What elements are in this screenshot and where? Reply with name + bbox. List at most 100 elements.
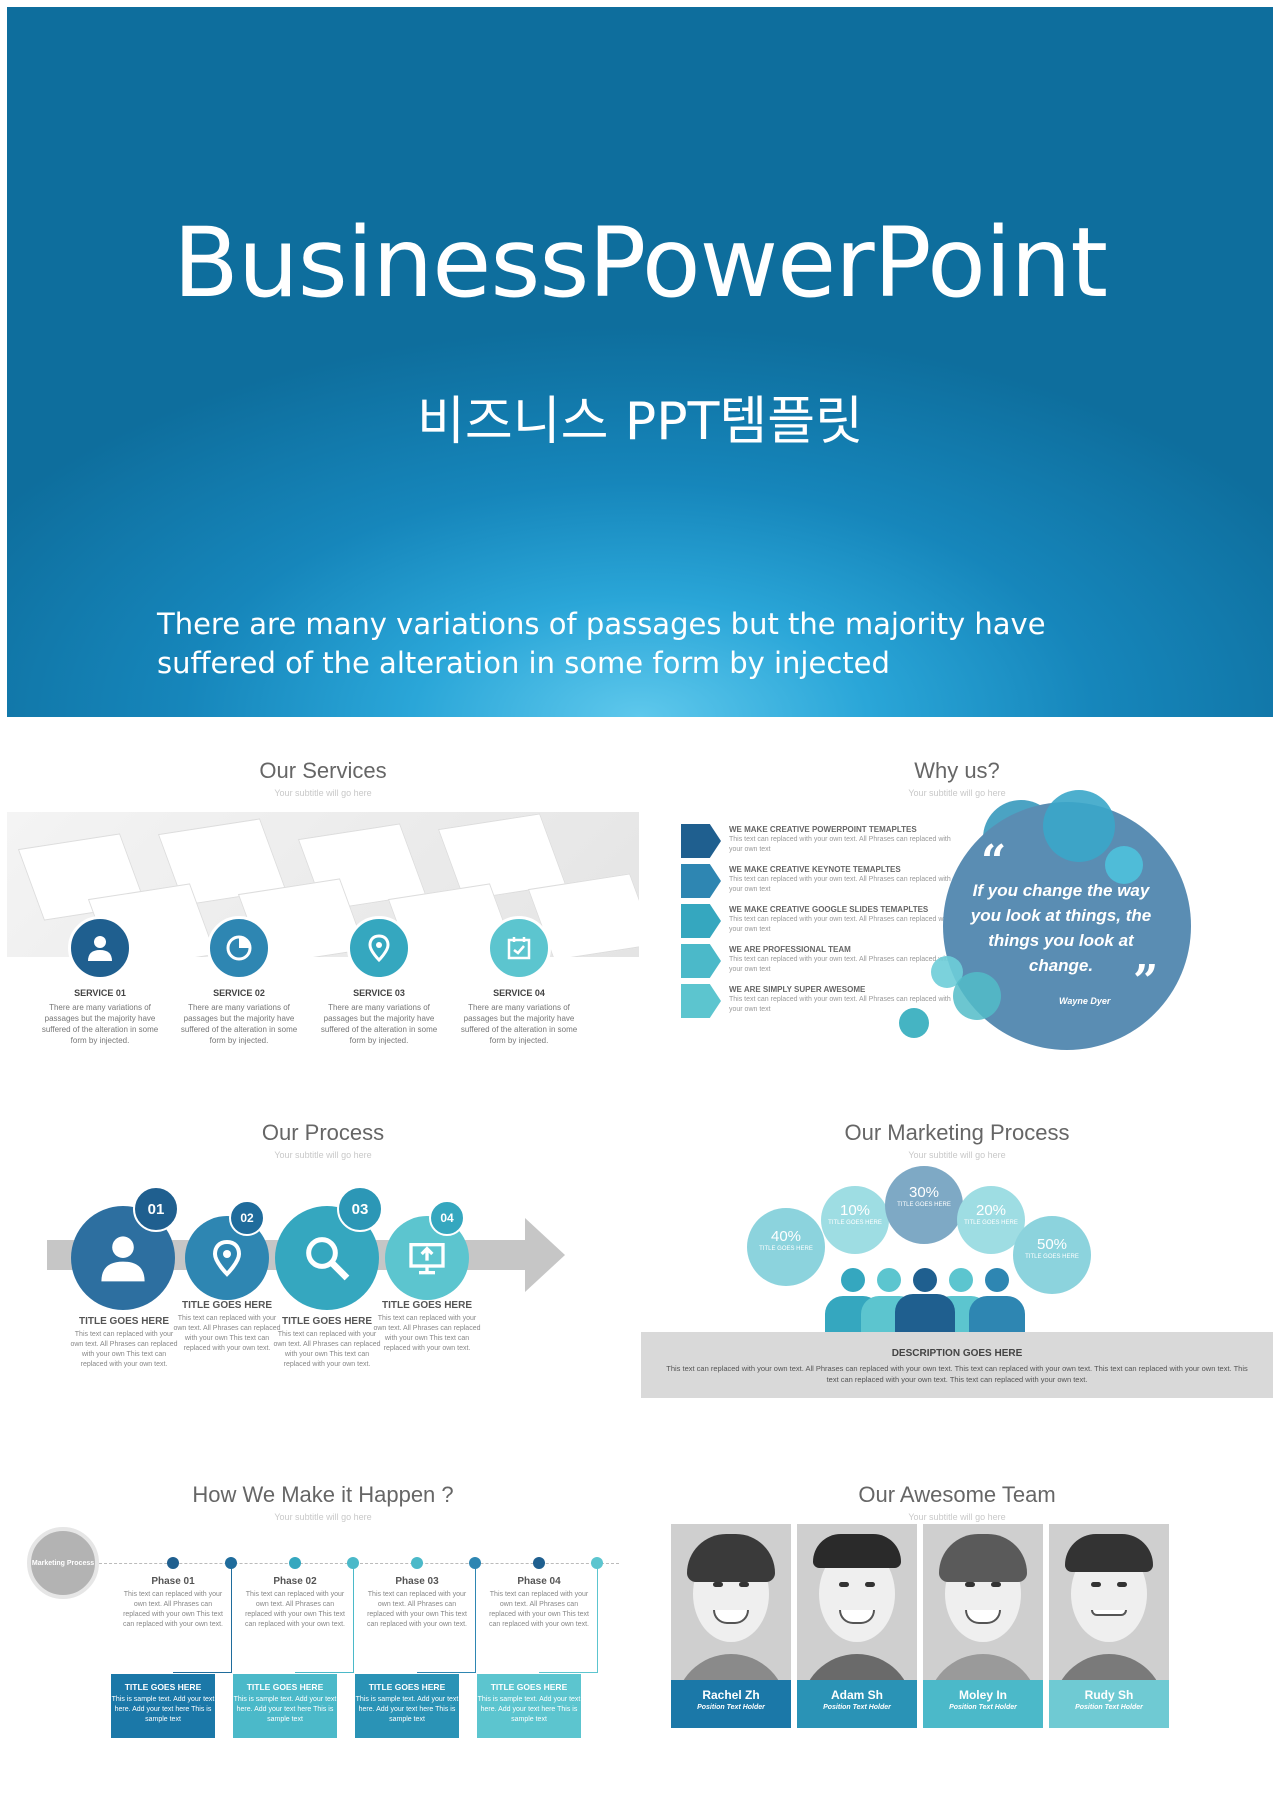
- pie-chart-icon: [226, 935, 252, 961]
- chevron-arrow-icon: [681, 824, 721, 858]
- search-icon: [306, 1237, 350, 1281]
- member-photo-hair: [939, 1534, 1027, 1582]
- phase-box: TITLE GOES HERE This is sample text. Add…: [233, 1674, 337, 1738]
- timeline-dot: [533, 1557, 545, 1569]
- phase-text: This text can replaced with your own tex…: [489, 1591, 589, 1628]
- hero-title: BusinessPowerPoint: [173, 207, 1108, 319]
- bubble-label: TITLE GOES HERE: [897, 1202, 951, 1208]
- service-04-badge: [487, 916, 551, 980]
- phase-label: Phase 01: [151, 1576, 195, 1587]
- phase-label: Phase 04: [517, 1576, 561, 1587]
- connector-line: [417, 1672, 475, 1673]
- why-item-text: This text can replaced with your own tex…: [729, 916, 951, 933]
- chevron-arrow-icon: [681, 904, 721, 938]
- bubble-percent: 30%: [908, 1184, 940, 1201]
- member-position: Position Text Holder: [823, 1704, 891, 1711]
- bubble-percent: 10%: [839, 1202, 871, 1219]
- member-name: Adam Sh: [830, 1688, 883, 1702]
- why-us-slide: Why us? Your subtitle will go here WE MA…: [641, 728, 1273, 1080]
- hero-description: There are many variations of passages bu…: [157, 607, 1046, 680]
- phase-label: Phase 03: [395, 1576, 439, 1587]
- description-title: DESCRIPTION GOES HERE: [891, 1348, 1023, 1359]
- phase-box-title: TITLE GOES HERE: [246, 1682, 324, 1692]
- connector-line: [353, 1563, 354, 1673]
- connector-line: [539, 1672, 597, 1673]
- close-quote-icon: ”: [1133, 956, 1159, 1007]
- member-name-bar: Rudy Sh Position Text Holder: [1049, 1680, 1169, 1728]
- marketing-slide: Our Marketing Process Your subtitle will…: [641, 1090, 1273, 1442]
- marketing-subtitle: Your subtitle will go here: [908, 1150, 1006, 1160]
- person-head: [913, 1268, 937, 1292]
- marketing-bubble: 20% TITLE GOES HERE: [957, 1186, 1025, 1254]
- decor-bubble: [1105, 846, 1143, 884]
- member-name-bar: Moley In Position Text Holder: [923, 1680, 1043, 1728]
- service-description: There are many variations of passages bu…: [460, 1003, 578, 1045]
- person-body: [969, 1296, 1025, 1336]
- member-eye: [991, 1582, 1001, 1587]
- member-smile: [1091, 1610, 1127, 1616]
- quote-author: Wayne Dyer: [1059, 996, 1111, 1006]
- bubble-percent: 40%: [770, 1228, 802, 1245]
- services-slide: Our Services Your subtitle will go here …: [7, 728, 639, 1080]
- timeline-line: [99, 1563, 619, 1564]
- bubble-label: TITLE GOES HERE: [1025, 1254, 1079, 1260]
- member-eye: [965, 1582, 975, 1587]
- connector-line: [597, 1563, 598, 1673]
- member-position: Position Text Holder: [697, 1704, 765, 1711]
- step-text: This text can replaced with your own tex…: [373, 1315, 481, 1352]
- services-title: Our Services: [259, 758, 387, 783]
- why-item-text: This text can replaced with your own tex…: [729, 996, 951, 1013]
- connector-line: [231, 1563, 232, 1673]
- step-text: This text can replaced with your own tex…: [173, 1315, 281, 1352]
- member-name: Moley In: [958, 1688, 1007, 1702]
- phase-box-text: This is sample text. Add your text here.…: [477, 1696, 581, 1723]
- why-item-title: WE ARE PROFESSIONAL TEAM: [729, 945, 851, 954]
- chevron-arrow-icon: [681, 944, 721, 978]
- how-slide: How We Make it Happen ? Your subtitle wi…: [7, 1452, 639, 1804]
- team-slide: Our Awesome Team Your subtitle will go h…: [641, 1452, 1273, 1804]
- connector-line: [295, 1672, 353, 1673]
- phase-box-title: TITLE GOES HERE: [124, 1682, 202, 1692]
- member-eye: [713, 1582, 723, 1587]
- why-item-title: WE MAKE CREATIVE KEYNOTE TEMAPLTES: [729, 865, 901, 874]
- marketing-bubble: 10% TITLE GOES HERE: [821, 1186, 889, 1254]
- hero-slide: BusinessPowerPoint 비즈니스 PPT템플릿 There are…: [7, 7, 1273, 717]
- decor-bubble: [1043, 790, 1115, 862]
- decor-bubble: [953, 972, 1001, 1020]
- how-title: How We Make it Happen ?: [192, 1482, 454, 1507]
- member-name-bar: Rachel Zh Position Text Holder: [671, 1680, 791, 1728]
- member-name: Rudy Sh: [1084, 1688, 1134, 1702]
- person-head: [841, 1268, 865, 1292]
- connector-line: [173, 1672, 231, 1673]
- process-subtitle: Your subtitle will go here: [274, 1150, 372, 1160]
- why-item-text: This text can replaced with your own tex…: [729, 956, 951, 973]
- service-label: SERVICE 02: [213, 988, 265, 998]
- member-eye: [739, 1582, 749, 1587]
- why-item-title: WE MAKE CREATIVE GOOGLE SLIDES TEMAPLTES: [729, 905, 929, 914]
- marketing-bubble: 30% TITLE GOES HERE: [885, 1166, 963, 1244]
- phase-box-text: This is sample text. Add your text here.…: [355, 1696, 459, 1723]
- step-text: This text can replaced with your own tex…: [70, 1331, 178, 1368]
- hero-subtitle: 비즈니스 PPT템플릿: [417, 392, 863, 452]
- service-03-badge: [347, 916, 411, 980]
- description-text: This text can replaced with your own tex…: [666, 1364, 1248, 1384]
- member-eye: [839, 1582, 849, 1587]
- step-title: TITLE GOES HERE: [281, 1316, 372, 1327]
- why-title: Why us?: [914, 758, 1000, 783]
- chevron-arrow-icon: [681, 864, 721, 898]
- timeline-dot: [167, 1557, 179, 1569]
- person-body: [895, 1294, 955, 1336]
- calendar-check-icon: [507, 937, 531, 960]
- service-label: SERVICE 04: [493, 988, 545, 998]
- team-member-card: Rachel Zh Position Text Holder: [671, 1524, 791, 1728]
- team-member-card: Adam Sh Position Text Holder: [797, 1524, 917, 1728]
- step-title: TITLE GOES HERE: [381, 1300, 472, 1311]
- process-title: Our Process: [261, 1120, 385, 1145]
- service-description: There are many variations of passages bu…: [41, 1003, 159, 1045]
- user-icon: [88, 936, 112, 961]
- service-label: SERVICE 03: [353, 988, 405, 998]
- how-subtitle: Your subtitle will go here: [274, 1512, 372, 1522]
- marketing-bubble: 40% TITLE GOES HERE: [747, 1208, 825, 1286]
- step-01-badge: 01: [133, 1186, 179, 1232]
- member-photo-hair: [813, 1534, 901, 1568]
